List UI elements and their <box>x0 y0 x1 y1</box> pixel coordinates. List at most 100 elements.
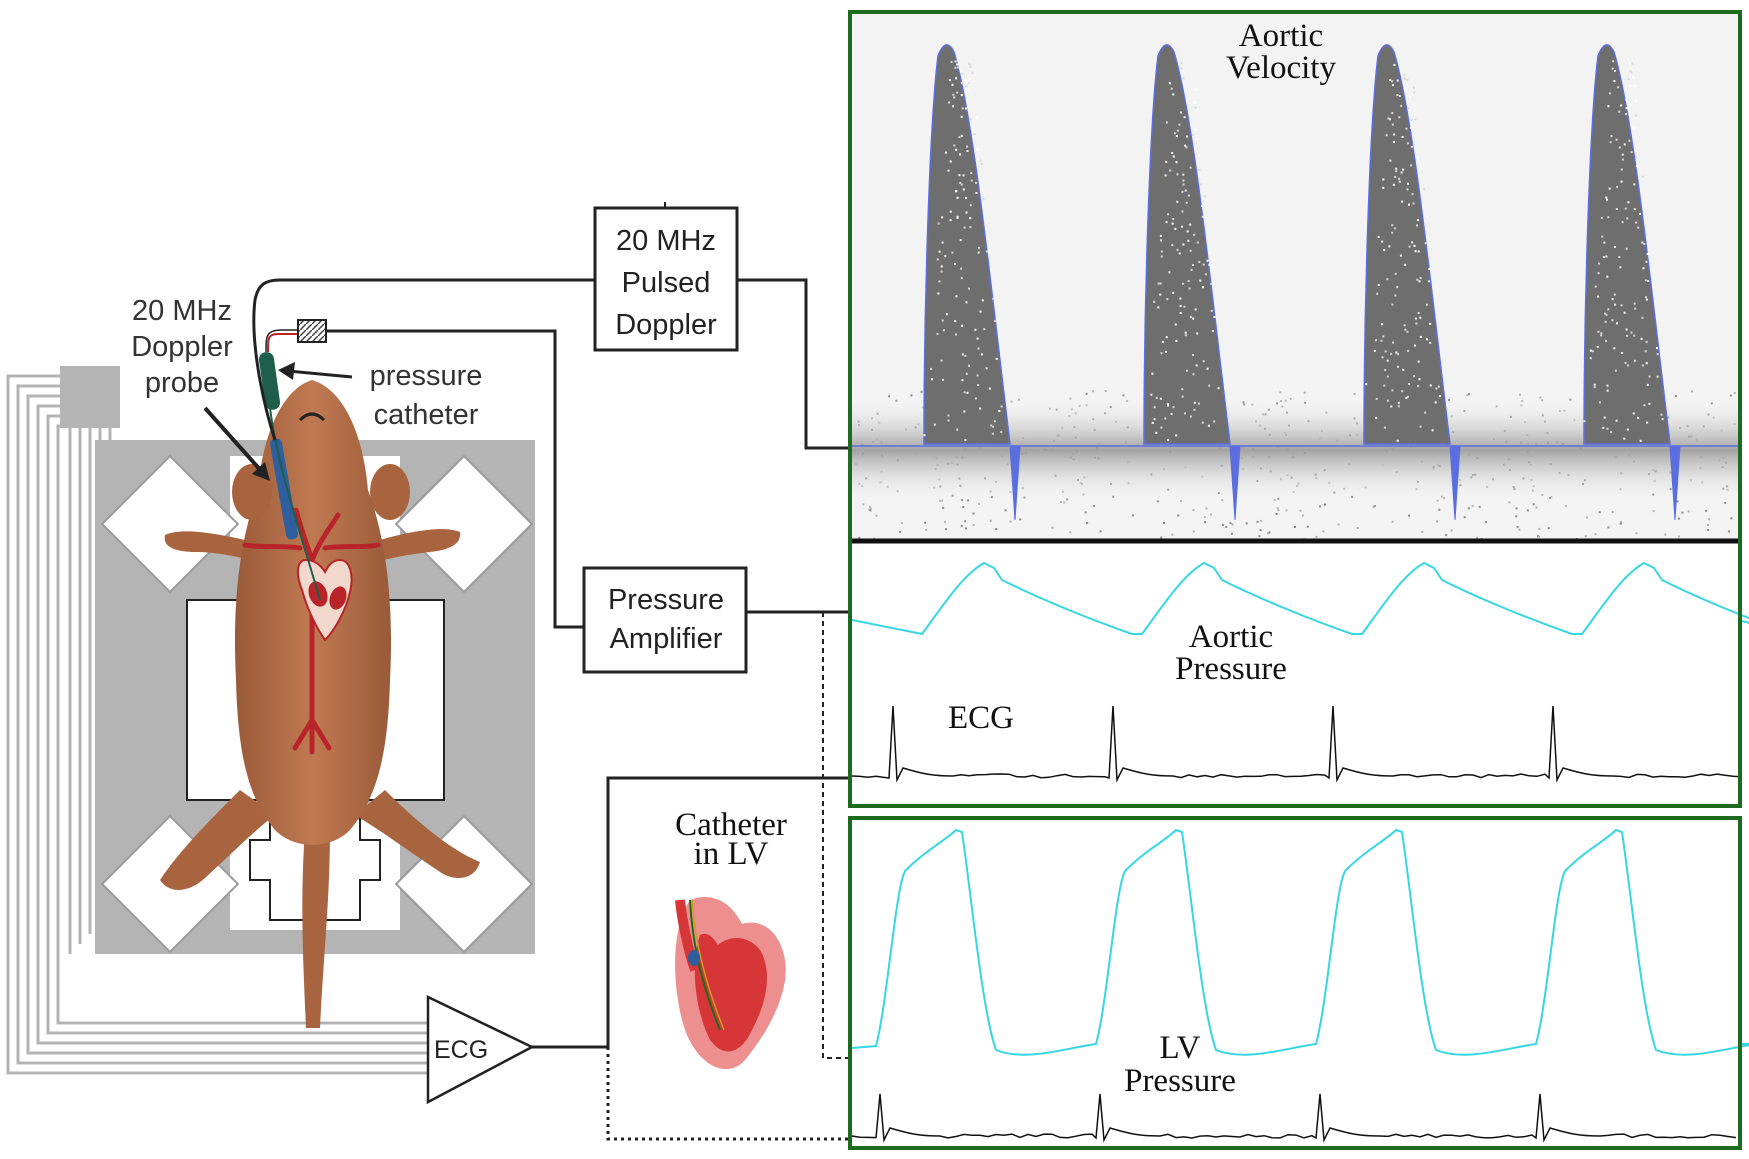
doppler-speckle <box>1615 208 1618 210</box>
doppler-speckle <box>1606 427 1609 430</box>
doppler-speckle <box>959 69 962 72</box>
doppler-speckle <box>955 148 958 151</box>
doppler-speckle <box>1202 196 1204 199</box>
doppler-speckle <box>1538 535 1540 538</box>
doppler-speckle <box>958 174 961 177</box>
doppler-speckle <box>1229 522 1232 525</box>
doppler-speckle <box>1471 504 1474 507</box>
doppler-speckle <box>1414 317 1417 320</box>
doppler-speckle <box>1603 416 1606 419</box>
pressure-transducer <box>297 319 327 343</box>
doppler-speckle <box>1730 517 1733 520</box>
probe-arrow <box>203 406 270 481</box>
doppler-speckle <box>949 160 952 163</box>
doppler-speckle <box>1191 133 1194 136</box>
doppler-speckle <box>956 63 959 66</box>
doppler-speckle <box>1166 403 1169 406</box>
doppler-speckle <box>960 183 963 186</box>
doppler-speckle <box>1389 159 1392 162</box>
doppler-speckle <box>1160 255 1163 258</box>
doppler-speckle <box>1195 364 1198 367</box>
doppler-speckle <box>1476 536 1478 539</box>
doppler-speckle <box>1275 513 1278 515</box>
doppler-speckle <box>1294 526 1296 528</box>
doppler-speckle <box>1619 266 1622 269</box>
doppler-speckle <box>1390 352 1393 355</box>
doppler-speckle <box>1092 505 1095 507</box>
doppler-speckle <box>978 246 980 249</box>
doppler-speckle <box>950 61 953 63</box>
doppler-speckle <box>1619 522 1622 525</box>
doppler-speckle <box>1633 127 1636 130</box>
doppler-speckle <box>1621 158 1624 161</box>
doppler-speckle <box>936 258 939 261</box>
doppler-speckle <box>1373 349 1376 352</box>
doppler-speckle <box>1408 203 1410 206</box>
doppler-speckle <box>1194 106 1197 109</box>
doppler-speckle <box>1189 249 1192 252</box>
doppler-speckle <box>1383 384 1386 387</box>
doppler-speckle <box>956 196 959 199</box>
doppler-speckle <box>1189 166 1192 169</box>
doppler-speckle <box>1260 519 1263 522</box>
doppler-speckle <box>1204 273 1207 276</box>
doppler-speckle <box>968 287 970 290</box>
doppler-speckle <box>1176 173 1179 176</box>
doppler-speckle <box>1189 316 1192 319</box>
doppler-speckle <box>1180 67 1183 70</box>
doppler-speckle <box>1160 426 1163 429</box>
doppler-speckle <box>1589 357 1592 360</box>
doppler-speckle <box>1600 334 1603 337</box>
doppler-speckle <box>1396 94 1399 96</box>
doppler-speckle <box>1607 105 1610 108</box>
doppler-speckle <box>941 216 944 219</box>
catheter-arrow <box>278 362 353 380</box>
doppler-speckle <box>957 66 959 69</box>
doppler-speckle <box>1206 259 1209 262</box>
doppler-speckle <box>974 328 977 331</box>
probe-label: 20 MHz Doppler probe <box>131 295 233 399</box>
doppler-speckle <box>947 419 950 422</box>
doppler-speckle <box>1436 520 1439 523</box>
doppler-speckle <box>1484 521 1487 524</box>
doppler-speckle <box>1375 416 1378 419</box>
doppler-speckle <box>1181 210 1184 213</box>
doppler-speckle <box>1199 279 1202 282</box>
doppler-speckle <box>972 512 975 515</box>
doppler-speckle <box>1172 218 1175 220</box>
doppler-speckle <box>1393 133 1396 136</box>
doppler-speckle <box>1193 233 1196 236</box>
doppler-speckle <box>1605 313 1608 316</box>
doppler-speckle <box>977 251 980 254</box>
doppler-speckle <box>1382 186 1385 189</box>
doppler-speckle <box>1377 284 1380 286</box>
doppler-speckle <box>1618 110 1621 113</box>
doppler-speckle <box>925 528 928 531</box>
doppler-speckle <box>1405 127 1408 130</box>
doppler-speckle <box>1644 350 1647 353</box>
catheter-label: pressure catheter <box>370 360 483 431</box>
electrode-wires <box>6 374 428 1075</box>
doppler-speckle <box>990 424 993 427</box>
doppler-speckle <box>961 107 964 110</box>
doppler-speckle <box>1400 171 1403 174</box>
doppler-speckle <box>1611 298 1614 301</box>
doppler-speckle <box>1186 135 1188 138</box>
doppler-speckle <box>1616 185 1619 188</box>
doppler-speckle <box>1641 364 1644 367</box>
doppler-speckle <box>1629 105 1632 107</box>
doppler-speckle <box>1182 173 1185 176</box>
doppler-speckle <box>1606 389 1609 392</box>
doppler-speckle <box>1596 345 1599 348</box>
doppler-speckle <box>1406 330 1409 333</box>
doppler-speckle <box>956 216 959 219</box>
doppler-speckle <box>1187 280 1190 283</box>
doppler-speckle <box>1589 349 1592 352</box>
doppler-speckle <box>1199 183 1202 186</box>
doppler-speckle <box>1647 280 1650 282</box>
doppler-speckle <box>869 505 871 508</box>
doppler-reverse-dip <box>1229 445 1241 521</box>
doppler-speckle <box>899 530 902 533</box>
doppler-speckle <box>1629 103 1632 106</box>
doppler-speckle <box>969 64 972 67</box>
